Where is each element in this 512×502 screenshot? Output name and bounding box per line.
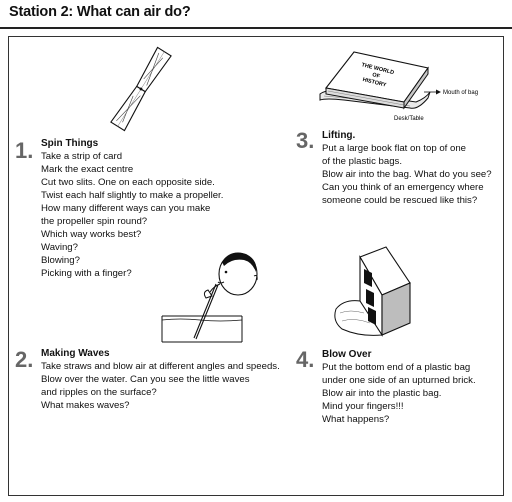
desk-table-label: Desk/Table xyxy=(394,116,424,122)
section-3-line: Can you think of an emergency where xyxy=(322,182,484,193)
section-1-number: 1. xyxy=(15,138,34,163)
section-1-line: How many different ways can you make xyxy=(41,203,211,214)
book-spine-line: HISTORY xyxy=(362,77,387,89)
section-1-heading: Spin Things xyxy=(41,138,99,149)
section-2-line: Blow over the water. Can you see the lit… xyxy=(41,374,250,385)
book-on-bag-illustration: THE WORLD OF HISTORY Mouth of bag Desk/T… xyxy=(319,51,478,122)
section-3-line: someone could be rescued like this? xyxy=(322,195,478,206)
section-2-line: What makes waves? xyxy=(41,400,130,411)
section-2-number: 2. xyxy=(15,347,34,372)
section-1-line: Cut two slits. One on each opposite side… xyxy=(41,177,215,188)
section-3-line: of the plastic bags. xyxy=(322,156,402,167)
section-4-body: Put the bottom end of a plastic bag unde… xyxy=(322,361,476,426)
title-rule xyxy=(0,27,512,29)
section-4-line: Mind your fingers!!! xyxy=(322,401,404,412)
propeller-illustration xyxy=(110,46,172,132)
content-frame xyxy=(8,36,504,496)
section-2-line: and ripples on the surface? xyxy=(41,387,157,398)
section-3-line: Put a large book flat on top of one xyxy=(322,143,467,154)
section-4-number: 4. xyxy=(296,347,315,372)
section-1-line: Take a strip of card xyxy=(41,151,123,162)
section-1-line: Twist each half slightly to make a prope… xyxy=(41,190,224,201)
section-1-line: Mark the exact centre xyxy=(41,164,134,175)
section-1-line: the propeller spin round? xyxy=(41,216,148,227)
section-1-line: Picking with a finger? xyxy=(41,268,132,279)
section-2-body: Take straws and blow air at different an… xyxy=(41,360,280,412)
section-4-heading: Blow Over xyxy=(322,349,372,360)
straw-water-illustration xyxy=(161,252,258,343)
section-4-line: Put the bottom end of a plastic bag xyxy=(322,362,471,373)
section-2-line: Take straws and blow air at different an… xyxy=(41,361,280,372)
section-3-body: Put a large book flat on top of one of t… xyxy=(322,142,492,207)
section-3-line: Blow air into the bag. What do you see? xyxy=(322,169,492,180)
section-4-line: Blow air into the plastic bag. xyxy=(322,388,442,399)
section-2-heading: Making Waves xyxy=(41,348,110,359)
section-1-body: Take a strip of card Mark the exact cent… xyxy=(41,150,223,280)
book-spine-line: OF xyxy=(372,72,381,80)
section-1-line: Blowing? xyxy=(41,255,80,266)
section-3-number: 3. xyxy=(296,128,315,153)
section-4-line: under one side of an upturned brick. xyxy=(322,375,476,386)
section-3-heading: Lifting. xyxy=(322,130,356,141)
section-1-line: Waving? xyxy=(41,242,78,253)
page-title: Station 2: What can air do? xyxy=(9,4,191,20)
section-4-line: What happens? xyxy=(322,414,390,425)
mouth-of-bag-label: Mouth of bag xyxy=(443,90,478,96)
brick-on-bag-illustration xyxy=(334,246,411,337)
section-1-line: Which way works best? xyxy=(41,229,142,240)
